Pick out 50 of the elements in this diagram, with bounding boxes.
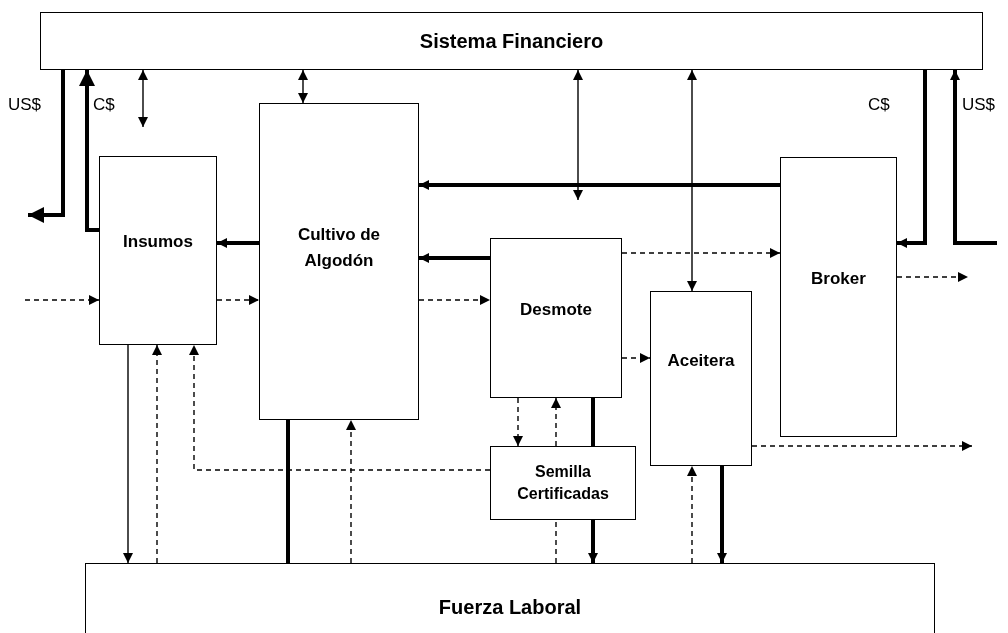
arrow: [418, 295, 491, 305]
arrow: [896, 272, 969, 282]
box-label: Insumos: [122, 231, 194, 253]
connector-line: [591, 398, 595, 446]
arrow: [28, 70, 65, 223]
arrow: [189, 344, 491, 471]
arrow: [123, 344, 133, 564]
arrow: [79, 70, 99, 232]
arrow: [621, 353, 651, 363]
edge-label: US$: [962, 96, 996, 113]
arrow: [950, 70, 997, 245]
arrow: [346, 419, 356, 564]
edge-label: C$: [868, 96, 890, 113]
process-box: [259, 103, 419, 420]
arrow: [216, 295, 260, 305]
arrow: [687, 69, 697, 292]
box-label: Cultivo de Algodón: [296, 224, 382, 272]
arrow: [513, 397, 523, 447]
connector-line: [286, 420, 290, 563]
arrow: [152, 344, 162, 564]
arrow: [138, 69, 148, 128]
process-box: [85, 563, 935, 633]
arrow: [24, 295, 100, 305]
arrow: [687, 465, 697, 564]
box-label: Fuerza Laboral: [437, 595, 583, 620]
arrow: [573, 69, 583, 201]
edge-label: C$: [93, 96, 115, 113]
process-box: [490, 446, 636, 520]
arrow: [551, 397, 561, 447]
process-box: [40, 12, 983, 70]
box-label: Broker: [810, 268, 867, 290]
process-box: [780, 157, 897, 437]
connector-line: [555, 519, 557, 564]
arrow: [298, 69, 308, 104]
process-box: [99, 156, 217, 345]
arrow: [621, 248, 781, 258]
box-label: Desmote: [519, 299, 593, 321]
box-label: Sistema Financiero: [418, 29, 605, 54]
box-label: Semilla Certificadas: [516, 462, 610, 504]
arrow: [588, 520, 598, 563]
box-label: Aceitera: [666, 350, 736, 372]
arrow: [217, 238, 259, 248]
process-box: [490, 238, 622, 398]
arrow: [419, 180, 780, 190]
edge-label: US$: [8, 96, 42, 113]
arrow: [897, 70, 927, 248]
arrow: [751, 441, 973, 451]
process-box: [650, 291, 752, 466]
arrow: [419, 253, 490, 263]
arrow: [717, 466, 727, 563]
